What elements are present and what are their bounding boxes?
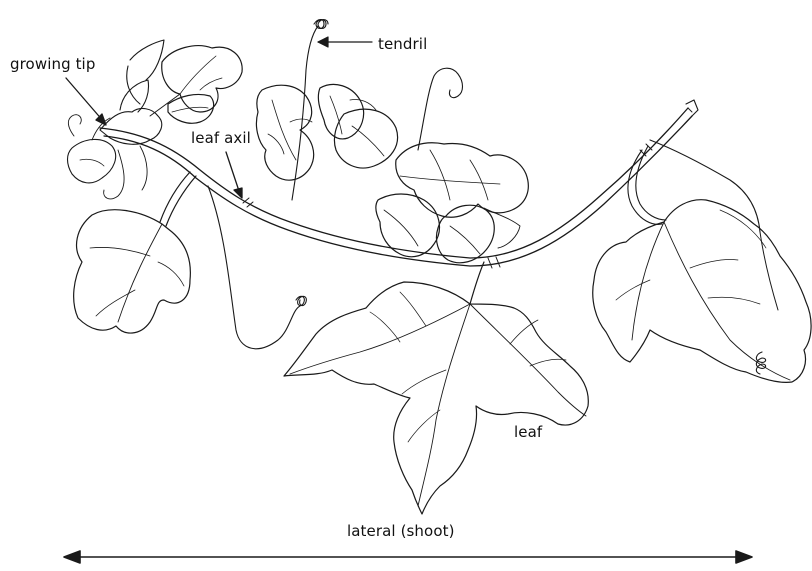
leaf-right — [593, 200, 811, 383]
lateral-arrow — [64, 551, 752, 563]
leaf-upper-tip — [150, 46, 242, 124]
leaf-upper-center — [256, 84, 397, 180]
leaf-center-right — [376, 143, 528, 263]
hanging-tendril — [208, 186, 306, 349]
branch-lower-left — [160, 172, 196, 226]
growing-tip-arrow — [66, 78, 106, 125]
stem-nodes — [243, 144, 652, 268]
tendril-top — [292, 20, 328, 201]
leaf-lower-left — [74, 210, 191, 333]
label-growing-tip: growing tip — [10, 55, 95, 73]
tendril-arrow — [318, 37, 372, 47]
label-lateral-shoot: lateral (shoot) — [347, 522, 455, 540]
tendril-loop-center — [418, 68, 463, 150]
label-leaf-axil: leaf axil — [191, 129, 251, 147]
label-tendril: tendril — [378, 35, 427, 53]
label-leaf: leaf — [514, 423, 542, 441]
leaf-large-bottom — [284, 262, 588, 514]
